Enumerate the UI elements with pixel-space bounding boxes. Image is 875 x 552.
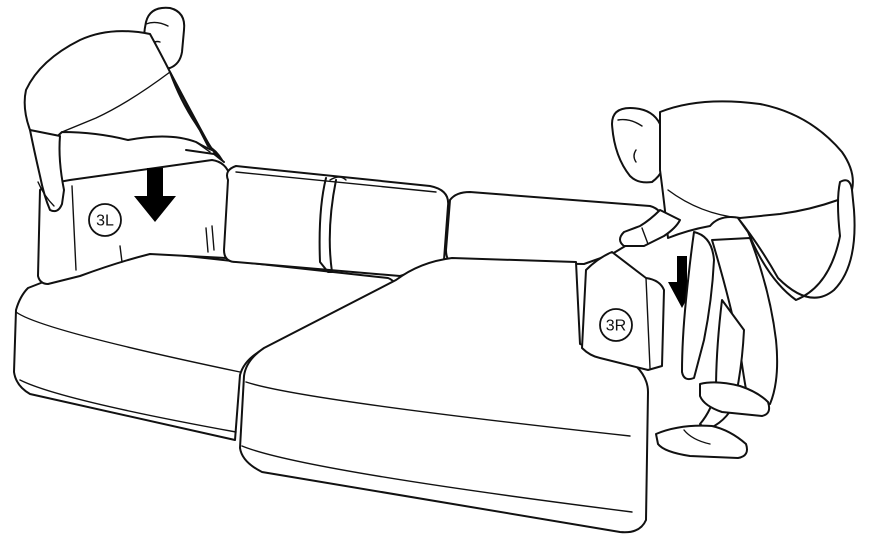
module-tag-3L: 3L	[96, 213, 114, 230]
middle-back-cushion	[224, 166, 448, 276]
right-arm-module-3R: 3R	[582, 252, 696, 370]
right-back-cushion	[446, 192, 662, 264]
module-tag-3R: 3R	[606, 318, 626, 335]
